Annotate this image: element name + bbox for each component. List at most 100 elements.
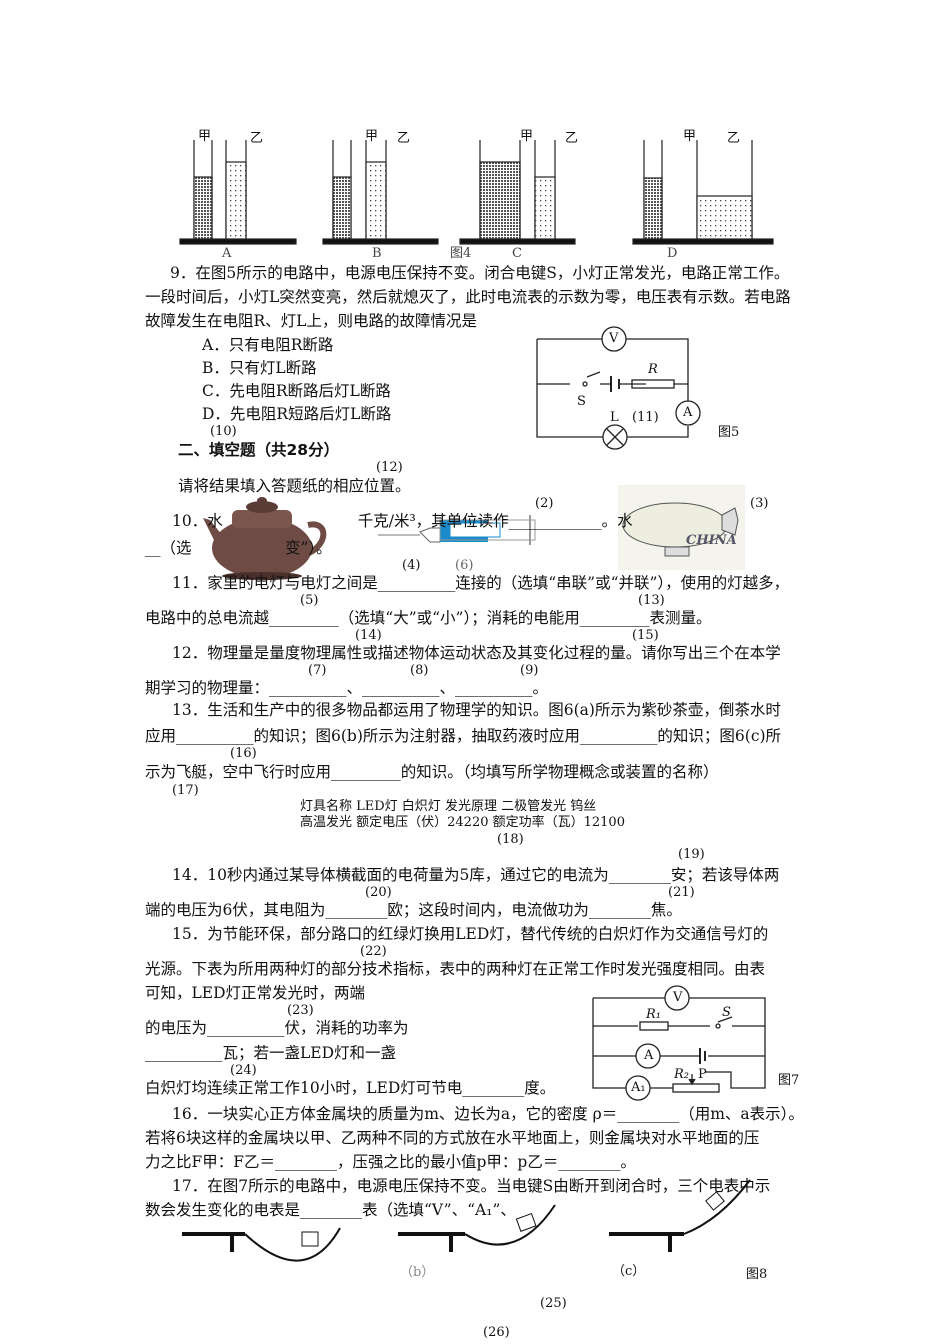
- q15-line: 15．为节能环保，部分路口的红绿灯换用LED灯，替代传统的白炽灯作为交通信号灯的: [172, 925, 769, 943]
- q12-part: 期学习的物理量：: [145, 679, 270, 697]
- r2-label: R₂: [674, 1067, 689, 1082]
- q9-option: D．先电阻R短路后灯L断路: [202, 405, 392, 423]
- figure-5-circuit: [536, 326, 701, 450]
- q9-option: B．只有灯L断路: [202, 359, 317, 377]
- blank-marker: (6): [455, 558, 474, 573]
- q14-part: 焦。: [650, 901, 682, 919]
- q14-line1: 14．10秒内通过某导体横截面的电荷量为5库，通过它的电流为________安；…: [172, 866, 780, 884]
- resistor-label: R: [648, 362, 658, 377]
- label-jia: 甲: [683, 129, 697, 144]
- q11-part: 电路中的总电流越: [145, 609, 270, 627]
- q9-line: 故障发生在电阻R、灯L上，则电路的故障情况是: [145, 312, 477, 330]
- fig5-caption: 图5: [718, 425, 740, 440]
- r1-label: R₁: [646, 1007, 661, 1022]
- blank-marker: (10): [210, 424, 237, 439]
- q13-line2: 应用__________的知识；图6(b)所示为注射器，抽取药液时应用_____…: [145, 727, 782, 745]
- blank-marker: (17): [172, 783, 199, 798]
- switch-label: S: [577, 394, 586, 409]
- blank-marker: (2): [535, 496, 554, 511]
- figure-4-tanks: [179, 140, 774, 245]
- q11-part: 11．家里的电灯与电灯之间是: [172, 574, 378, 592]
- label-yi: 乙: [565, 131, 579, 146]
- q11-part: 表测量。: [649, 609, 712, 627]
- blank-marker: (9): [520, 663, 539, 678]
- q17-line: 17．在图7所示的电路中，电源电压保持不变。当电键S由断开到闭合时，三个电表中示: [172, 1177, 771, 1195]
- q15-line: 白炽灯均连续正常工作10小时，LED灯可节电________度。: [145, 1079, 556, 1097]
- blank-marker: (22): [360, 944, 387, 959]
- figure-6b-syringe: [378, 515, 536, 545]
- option-d: D: [667, 246, 678, 261]
- q11-line1: 11．家里的电灯与电灯之间是__________连接的（选填“串联”或“并联”）…: [172, 574, 790, 592]
- q10-part: 。水: [601, 512, 633, 530]
- q13-part: 应用: [145, 727, 177, 745]
- section-instruction: 请将结果填入答题纸的相应位置。: [178, 477, 411, 495]
- q15-line: 光源。下表为所用两种灯的部分技术指标，表中的两种灯在正常工作时发光强度相同。由表: [145, 960, 766, 978]
- blank-marker: (15): [632, 628, 659, 643]
- ammeter-label: A: [644, 1048, 654, 1063]
- blank-marker: (13): [638, 593, 665, 608]
- blank-marker: (8): [410, 663, 429, 678]
- fig4-caption: 图4: [450, 246, 472, 261]
- ammeter-label: A: [683, 405, 693, 420]
- blank-marker: (23): [287, 1003, 314, 1018]
- fig8-label-c: （c）: [612, 1264, 646, 1279]
- slider-label: P: [698, 1067, 707, 1082]
- label-yi: 乙: [397, 131, 411, 146]
- q15-line: __________瓦；若一盏LED灯和一盏: [145, 1044, 397, 1062]
- q13-part: 的知识；图6(c)所: [657, 727, 782, 745]
- q11-part: 连接的（选填“串联”或“并联”），使用的灯越多，: [455, 574, 790, 592]
- blank-marker: (20): [365, 885, 392, 900]
- table-overlay-line: 灯具名称 LED灯 白炽灯 发光原理 二极管发光 钨丝: [300, 799, 597, 814]
- figure-6c-blimp: [618, 485, 745, 570]
- blank-marker: (16): [230, 746, 257, 761]
- q14-part: 14．10秒内通过某导体横截面的电荷量为5库，通过它的电流为: [172, 866, 609, 884]
- q9-line: 9．在图5所示的电路中，电源电压保持不变。闭合电键S，小灯正常发光，电路正常工作…: [170, 264, 790, 282]
- q13-part: 示为飞艇，空中飞行时应用: [145, 763, 332, 781]
- q9-option: A．只有电阻R断路: [202, 336, 334, 354]
- ammeter-a1-label: A₁: [631, 1080, 646, 1095]
- q16-line: 若将6块这样的金属块以甲、乙两种不同的方式放在水平地面上，则金属块对水平地面的压: [145, 1129, 760, 1147]
- lamp-label: L: [610, 410, 619, 425]
- q12-line2: 期学习的物理量：__________、__________、__________…: [145, 679, 549, 697]
- blimp-text: CHINA: [686, 533, 737, 548]
- label-jia: 甲: [365, 129, 379, 144]
- label-yi: 乙: [250, 131, 264, 146]
- q16-line: 16．一块实心正方体金属块的质量为m、边长为a，它的密度 ρ＝________（…: [172, 1105, 804, 1123]
- voltmeter-label: V: [609, 331, 619, 346]
- fig8-caption: 图8: [746, 1267, 768, 1282]
- option-b: B: [372, 246, 382, 261]
- blank-marker: (14): [355, 628, 382, 643]
- q10-line2: __（选: [145, 539, 192, 557]
- section-title: 二、填空题（共28分）: [178, 441, 340, 459]
- q10-part: 千克/米³，其单位读作: [357, 512, 509, 530]
- blank-marker: (25): [540, 1296, 567, 1311]
- label-jia: 甲: [198, 129, 212, 144]
- voltmeter-label: V: [673, 990, 683, 1005]
- blank-marker: (26): [483, 1325, 510, 1340]
- q13-part: 的知识；图6(b)所示为注射器，抽取药液时应用: [253, 727, 580, 745]
- blank-marker: (4): [402, 558, 421, 573]
- blank-marker: (18): [497, 832, 524, 847]
- q13-line3: 示为飞艇，空中飞行时应用_________的知识。（均填写所学物理概念或装置的名…: [145, 763, 719, 781]
- blank-marker: (24): [230, 1063, 257, 1078]
- q9-line: 一段时间后，小灯L突然变亮，然后就熄灭了，此时电流表的示数为零，电压表有示数。若…: [145, 288, 791, 306]
- q13-part: 的知识。（均填写所学物理概念或装置的名称）: [400, 763, 719, 781]
- q10-part: 10．水: [172, 512, 223, 530]
- q10-line2b: 变”）。: [285, 539, 332, 557]
- q14-part: 端的电压为6伏，其电阻为: [145, 901, 326, 919]
- fig7-caption: 图7: [778, 1073, 800, 1088]
- q13-line1: 13．生活和生产中的很多物品都运用了物理学的知识。图6(a)所示为紫砂茶壶，倒茶…: [172, 701, 781, 719]
- blank-marker: (5): [300, 593, 319, 608]
- q11-line2: 电路中的总电流越_________（选填“大”或“小”）；消耗的电能用_____…: [145, 609, 712, 627]
- q14-part: 安；若该导体两: [670, 866, 780, 884]
- switch-label: S: [722, 1005, 731, 1020]
- option-a: A: [222, 246, 232, 261]
- figure-6a-teapot: [203, 497, 327, 580]
- figure-8-ramps: [182, 1179, 751, 1262]
- q14-line2: 端的电压为6伏，其电阻为________欧；这段时间内，电流做功为_______…: [145, 901, 682, 919]
- blank-marker: (7): [308, 663, 327, 678]
- q11-part: （选填“大”或“小”）；消耗的电能用: [338, 609, 580, 627]
- label-yi: 乙: [727, 131, 741, 146]
- label-jia: 甲: [520, 129, 534, 144]
